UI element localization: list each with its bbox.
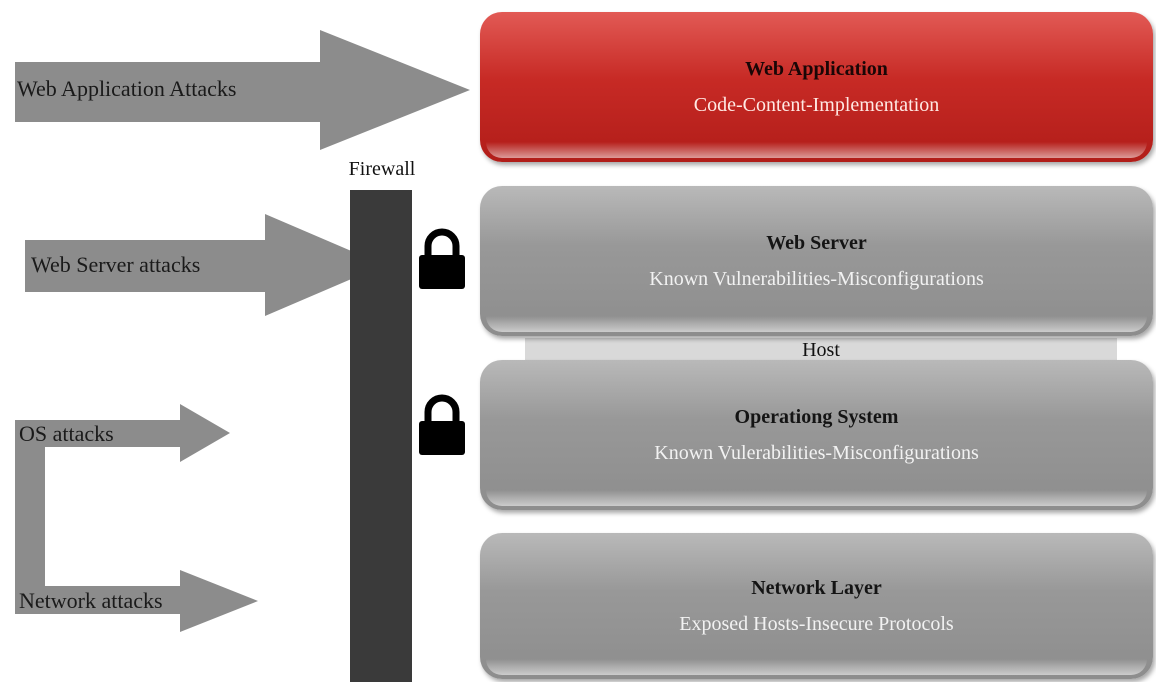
padlock-icon xyxy=(419,228,465,289)
web-application-layer: Web Application Code-Content-Implementat… xyxy=(480,12,1153,162)
web-application-attack-arrow xyxy=(15,30,470,150)
layer-subtitle: Known Vulnerabilities-Misconfigurations xyxy=(649,268,984,290)
network-attacks-label: Network attacks xyxy=(19,588,163,613)
layer-subtitle: Exposed Hosts-Insecure Protocols xyxy=(679,613,954,635)
web-server-layer: Web Server Known Vulnerabilities-Misconf… xyxy=(480,186,1153,336)
firewall-label: Firewall xyxy=(348,158,416,180)
web-server-attack-arrow xyxy=(25,214,384,316)
layer-subtitle: Known Vulerabilities-Misconfigurations xyxy=(654,442,979,464)
layer-title: Network Layer xyxy=(751,577,882,599)
padlock-icon xyxy=(419,394,465,455)
os-network-attack-arrow xyxy=(15,404,258,632)
firewall-bar xyxy=(350,190,412,682)
operating-system-layer: Operationg System Known Vulerabilities-M… xyxy=(480,360,1153,510)
layer-title: Web Application xyxy=(745,58,888,80)
web-server-attacks-label: Web Server attacks xyxy=(31,252,201,277)
layer-subtitle: Code-Content-Implementation xyxy=(693,94,940,116)
layer-title: Operationg System xyxy=(734,406,899,428)
network-layer: Network Layer Exposed Hosts-Insecure Pro… xyxy=(480,533,1153,679)
os-attacks-label: OS attacks xyxy=(19,421,114,446)
host-band: Host xyxy=(525,338,1117,361)
layer-title: Web Server xyxy=(766,232,867,254)
web-application-attacks-label: Web Application Attacks xyxy=(17,76,237,101)
